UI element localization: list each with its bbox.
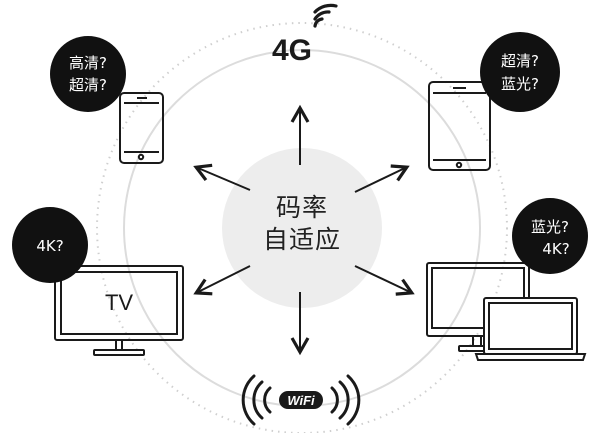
tv-bubble — [12, 207, 88, 283]
tv-bubble-line1: 4K? — [36, 237, 63, 255]
tablet-bubble-line1: 超清? — [501, 52, 539, 70]
wifi-icon: WiFi — [241, 374, 361, 426]
phone-bubble — [50, 36, 126, 112]
network-4g-label: 4G — [272, 34, 312, 67]
desktop-bubble-line2: 4K? — [542, 240, 569, 258]
tablet-device — [428, 81, 491, 171]
tv-label: TV — [105, 290, 133, 315]
desktop-bubble-line1: 蓝光? — [531, 218, 569, 236]
center-label-line2: 自适应 — [263, 225, 341, 254]
phone-device — [119, 92, 164, 164]
tv-device — [54, 265, 184, 356]
arrow-up-right — [354, 164, 410, 193]
arrow-up-left — [193, 163, 251, 191]
arrow-down-left — [193, 265, 251, 296]
phone-bubble-line1: 高清? — [69, 54, 107, 72]
tablet-bubble-line2: 蓝光? — [501, 75, 539, 93]
desktop-bubble — [512, 198, 588, 274]
arrow-down-right — [354, 265, 415, 296]
tablet-bubble — [480, 32, 560, 112]
phone-bubble-line2: 超清? — [69, 76, 107, 94]
center-disc — [222, 148, 382, 308]
center-label-line1: 码率 — [276, 193, 328, 222]
signal-icon — [313, 3, 338, 28]
laptop-device — [474, 297, 587, 361]
outer-dotted-ring — [96, 22, 508, 433]
wifi-label: WiFi — [287, 393, 315, 408]
